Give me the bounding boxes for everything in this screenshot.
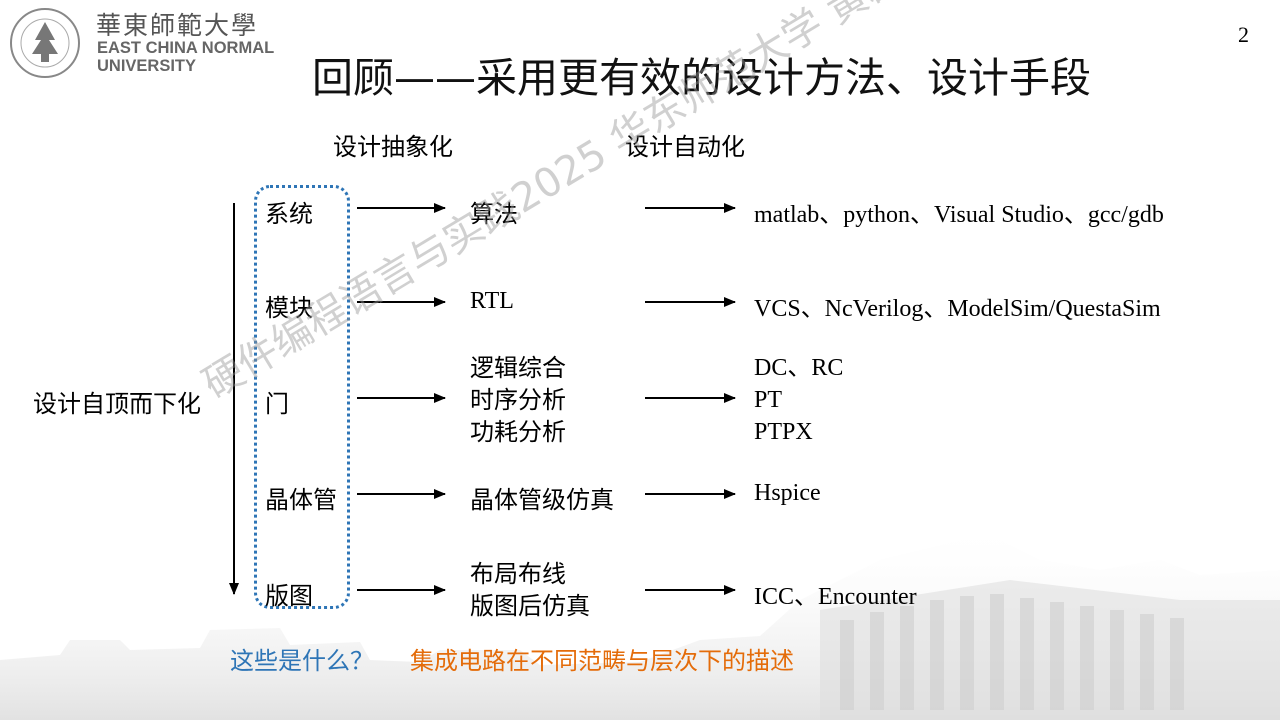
tools-module: VCS、NcVerilog、ModelSim/QuestaSim (754, 288, 1161, 323)
method-layout-pnr: 布局布线 (470, 558, 590, 590)
method-transistor: 晶体管级仿真 (470, 480, 614, 515)
method-gate-synthesis: 逻辑综合 (470, 352, 566, 384)
tools-system: matlab、python、Visual Studio、gcc/gdb (754, 194, 1164, 229)
method-gate-power: 功耗分析 (470, 416, 566, 448)
level-gate: 门 (265, 384, 289, 419)
tool-gate-synthesis: DC、RC (754, 352, 843, 384)
level-layout: 版图 (265, 576, 313, 611)
method-layout-postsim: 版图后仿真 (470, 590, 590, 622)
level-system: 系统 (265, 194, 313, 229)
methods-gate: 逻辑综合 时序分析 功耗分析 (470, 352, 566, 448)
footer-answer: 集成电路在不同范畴与层次下的描述 (410, 641, 794, 676)
method-module: RTL (470, 288, 514, 315)
method-gate-timing: 时序分析 (470, 384, 566, 416)
methods-layout: 布局布线 版图后仿真 (470, 558, 590, 622)
tool-gate-power: PTPX (754, 416, 843, 448)
level-transistor: 晶体管 (265, 480, 337, 515)
tools-layout: ICC、Encounter (754, 576, 917, 611)
footer-question: 这些是什么？ (230, 641, 374, 676)
top-down-label: 设计自顶而下化 (33, 384, 201, 419)
tool-gate-timing: PT (754, 384, 843, 416)
tools-transistor: Hspice (754, 480, 821, 507)
tools-gate: DC、RC PT PTPX (754, 352, 843, 448)
